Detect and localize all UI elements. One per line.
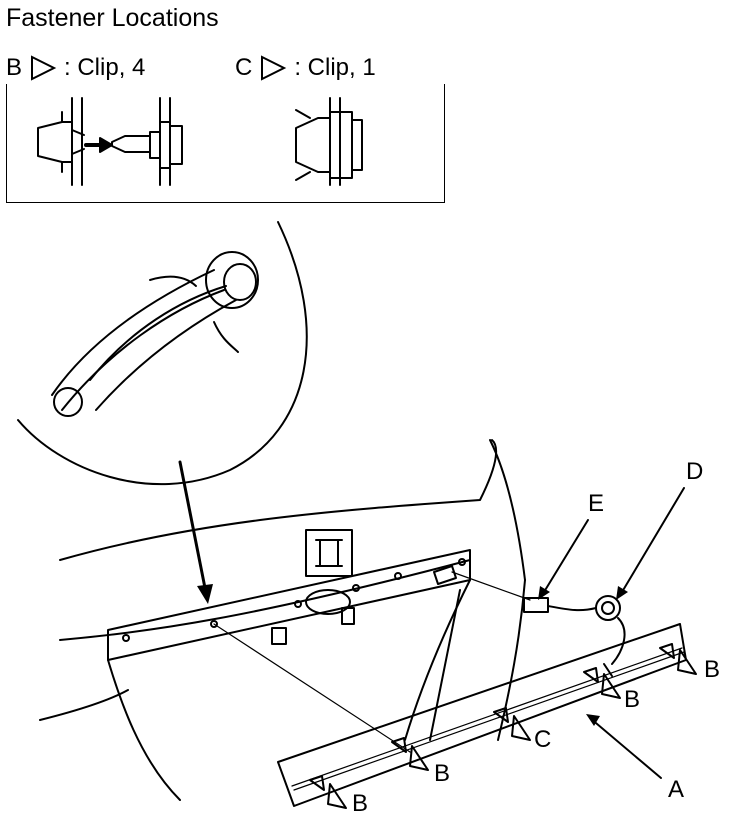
leader-d: [621, 487, 685, 593]
guide-line: [213, 623, 411, 753]
triangle-marker-icon: [31, 55, 57, 81]
leader-a: [589, 717, 662, 779]
diagram-title: Fastener Locations: [6, 4, 219, 32]
triangle-marker-icon: [261, 55, 287, 81]
connector-e: [523, 597, 549, 613]
callout-b-3: B: [434, 760, 451, 787]
legend-clip-c: C : Clip, 1: [235, 54, 376, 82]
callout-b-2: B: [624, 686, 641, 713]
clip-detail-box: [6, 84, 445, 203]
clip-c-detail: [295, 97, 363, 186]
callout-d: D: [686, 458, 704, 485]
callout-a: A: [668, 776, 685, 803]
legend-clip-c-text: : Clip, 1: [294, 54, 376, 81]
legend-clip-b-letter: B: [6, 54, 23, 81]
callout-b-4: B: [352, 790, 369, 817]
callout-b-1: B: [704, 656, 721, 683]
clip-b-detail: [37, 97, 183, 186]
harness-and-grommet: [451, 571, 626, 677]
leader-e: [543, 519, 589, 593]
garnish-a: [277, 623, 687, 807]
zoom-arrow: [178, 460, 207, 590]
callout-c: C: [534, 726, 552, 753]
callout-e: E: [588, 490, 605, 517]
legend-clip-b-text: : Clip, 4: [64, 54, 146, 81]
grommet-d: [595, 595, 621, 621]
legend-clip-b: B : Clip, 4: [6, 54, 145, 82]
clip-markers: [309, 643, 697, 809]
legend-clip-c-letter: C: [235, 54, 253, 81]
zoom-detail-bubble: [17, 221, 308, 485]
